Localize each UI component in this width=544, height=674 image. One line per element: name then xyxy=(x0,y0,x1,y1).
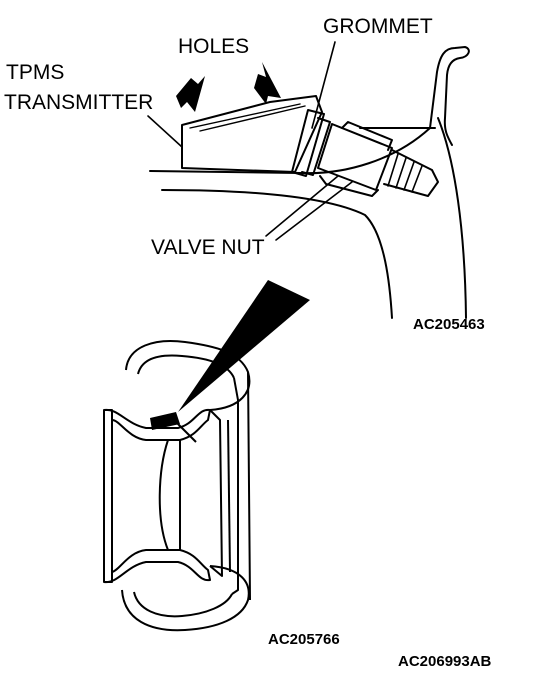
tire-lower-outer xyxy=(121,565,250,632)
rim-inner-line xyxy=(437,117,467,319)
transmitter-shading xyxy=(189,103,306,132)
label-holes: HOLES xyxy=(178,35,250,58)
leader-valve-nut-2 xyxy=(265,175,339,237)
grommet xyxy=(291,109,325,177)
valve-nut xyxy=(319,121,393,197)
leader-grommet xyxy=(311,41,336,129)
rim-bottom-flange xyxy=(103,549,211,584)
code-wheel: AC205766 xyxy=(268,631,340,648)
transmitter-body xyxy=(181,95,323,173)
label-valve-nut: VALVE NUT xyxy=(151,236,265,259)
rim-top-flange xyxy=(103,408,211,441)
tire-lower-inner xyxy=(133,591,233,618)
callout-wedge xyxy=(178,280,310,412)
label-tpms: TPMS xyxy=(6,61,65,84)
holes-arrow-left xyxy=(176,76,205,112)
rim-well-line xyxy=(161,189,393,319)
rim-flange xyxy=(149,46,470,175)
leader-valve-nut-1 xyxy=(275,181,353,241)
tire-sidewall-right xyxy=(209,409,223,577)
tire-upper-outer xyxy=(125,340,251,411)
valve-stem-threads xyxy=(387,153,423,193)
tire-tread-right-inner xyxy=(227,419,231,573)
tire-upper-inner xyxy=(137,354,235,379)
wheel-transmitter-marker xyxy=(150,412,180,430)
valve-stem-body xyxy=(317,123,393,191)
rim-profile-left xyxy=(103,409,113,583)
leader-tpms xyxy=(147,115,183,148)
code-figure: AC206993AB xyxy=(398,653,492,670)
rim-well xyxy=(158,439,169,551)
holes-arrow-right xyxy=(254,62,281,104)
grommet-ring xyxy=(301,117,331,176)
wheel-valve-marker xyxy=(173,419,197,443)
label-transmitter: TRANSMITTER xyxy=(4,91,154,114)
code-detail: AC205463 xyxy=(413,316,485,333)
valve-stem-tip xyxy=(383,149,439,197)
tire-tread-right xyxy=(231,371,251,601)
label-grommet: GROMMET xyxy=(323,15,433,38)
